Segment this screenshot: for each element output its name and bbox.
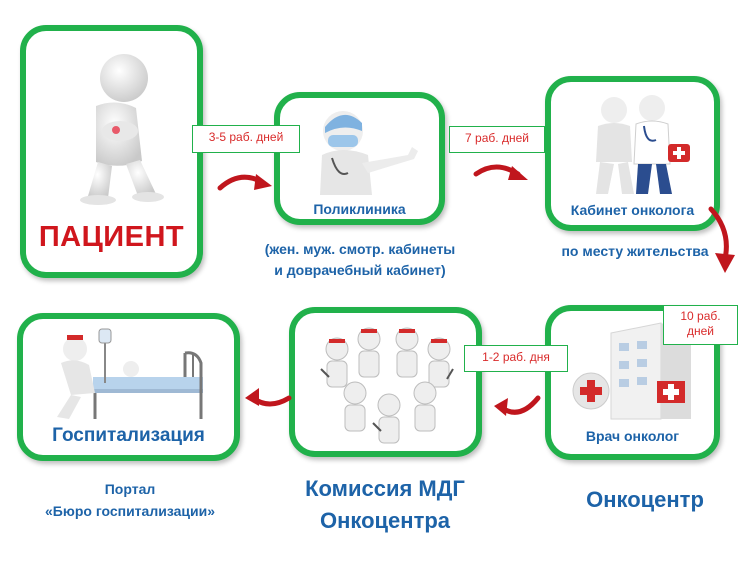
oncologist-office-box: Кабинет онколога (545, 76, 720, 231)
mdg-commission-caption: Комиссия МДГ Онкоцентра (270, 473, 500, 537)
oncologist-note: по месту жительства (561, 243, 709, 259)
patient-figure-icon (80, 54, 164, 205)
hospital-building-icon (572, 322, 691, 420)
timing-tag-2: 7 раб. дней (449, 126, 545, 153)
oncocenter-caption: Онкоцентр (586, 487, 704, 512)
timing-tag-3: 10 раб. дней (663, 305, 738, 345)
hospital-bed-icon (57, 328, 203, 419)
arrow-commission-to-hospitalization-icon (245, 388, 292, 407)
polyclinic-note: (жен. муж. смотр. кабинеты и доврачебный… (245, 239, 475, 281)
portal-line2: «Бюро госпитализации» (45, 503, 215, 519)
portal-caption: Портал «Бюро госпитализации» (20, 478, 240, 522)
hospitalization-label: Госпитализация (52, 425, 205, 446)
oncocenter-box: Врач онколог (545, 305, 720, 460)
polyclinic-label: Поликлиника (313, 201, 406, 217)
oncologist-doctor-label: Врач онколог (585, 428, 680, 444)
patient-box: ПАЦИЕНТ (20, 25, 203, 278)
hospitalization-box: Госпитализация (17, 313, 240, 461)
oncologist-office-label: Кабинет онколога (570, 202, 695, 218)
polyclinic-note-line1: (жен. муж. смотр. кабинеты (264, 241, 456, 257)
doctor-icon (320, 111, 418, 195)
timing-tag-3-line2: дней (686, 324, 714, 338)
mdg-commission-box (289, 307, 482, 457)
patient-label: ПАЦИЕНТ (38, 221, 185, 253)
arrow-office-to-oncocenter-icon (708, 206, 735, 273)
polyclinic-box: Поликлиника (274, 92, 445, 225)
timing-tag-1: 3-5 раб. дней (192, 125, 300, 153)
polyclinic-note-line2: и доврачебный кабинет) (274, 262, 446, 278)
doctors-icon (596, 95, 690, 194)
commission-figures-icon (320, 327, 454, 444)
arrow-patient-to-polyclinic-icon (217, 174, 272, 191)
timing-tag-3-line1: 10 раб. (680, 309, 721, 323)
mdg-commission-line1: Комиссия МДГ (305, 476, 465, 501)
arrow-polyclinic-to-office-icon (473, 164, 528, 180)
portal-line1: Портал (104, 481, 156, 497)
mdg-commission-line2: Онкоцентра (319, 508, 451, 533)
timing-tag-4: 1-2 раб. дня (464, 345, 568, 372)
arrow-oncocenter-to-commission-icon (494, 395, 541, 416)
